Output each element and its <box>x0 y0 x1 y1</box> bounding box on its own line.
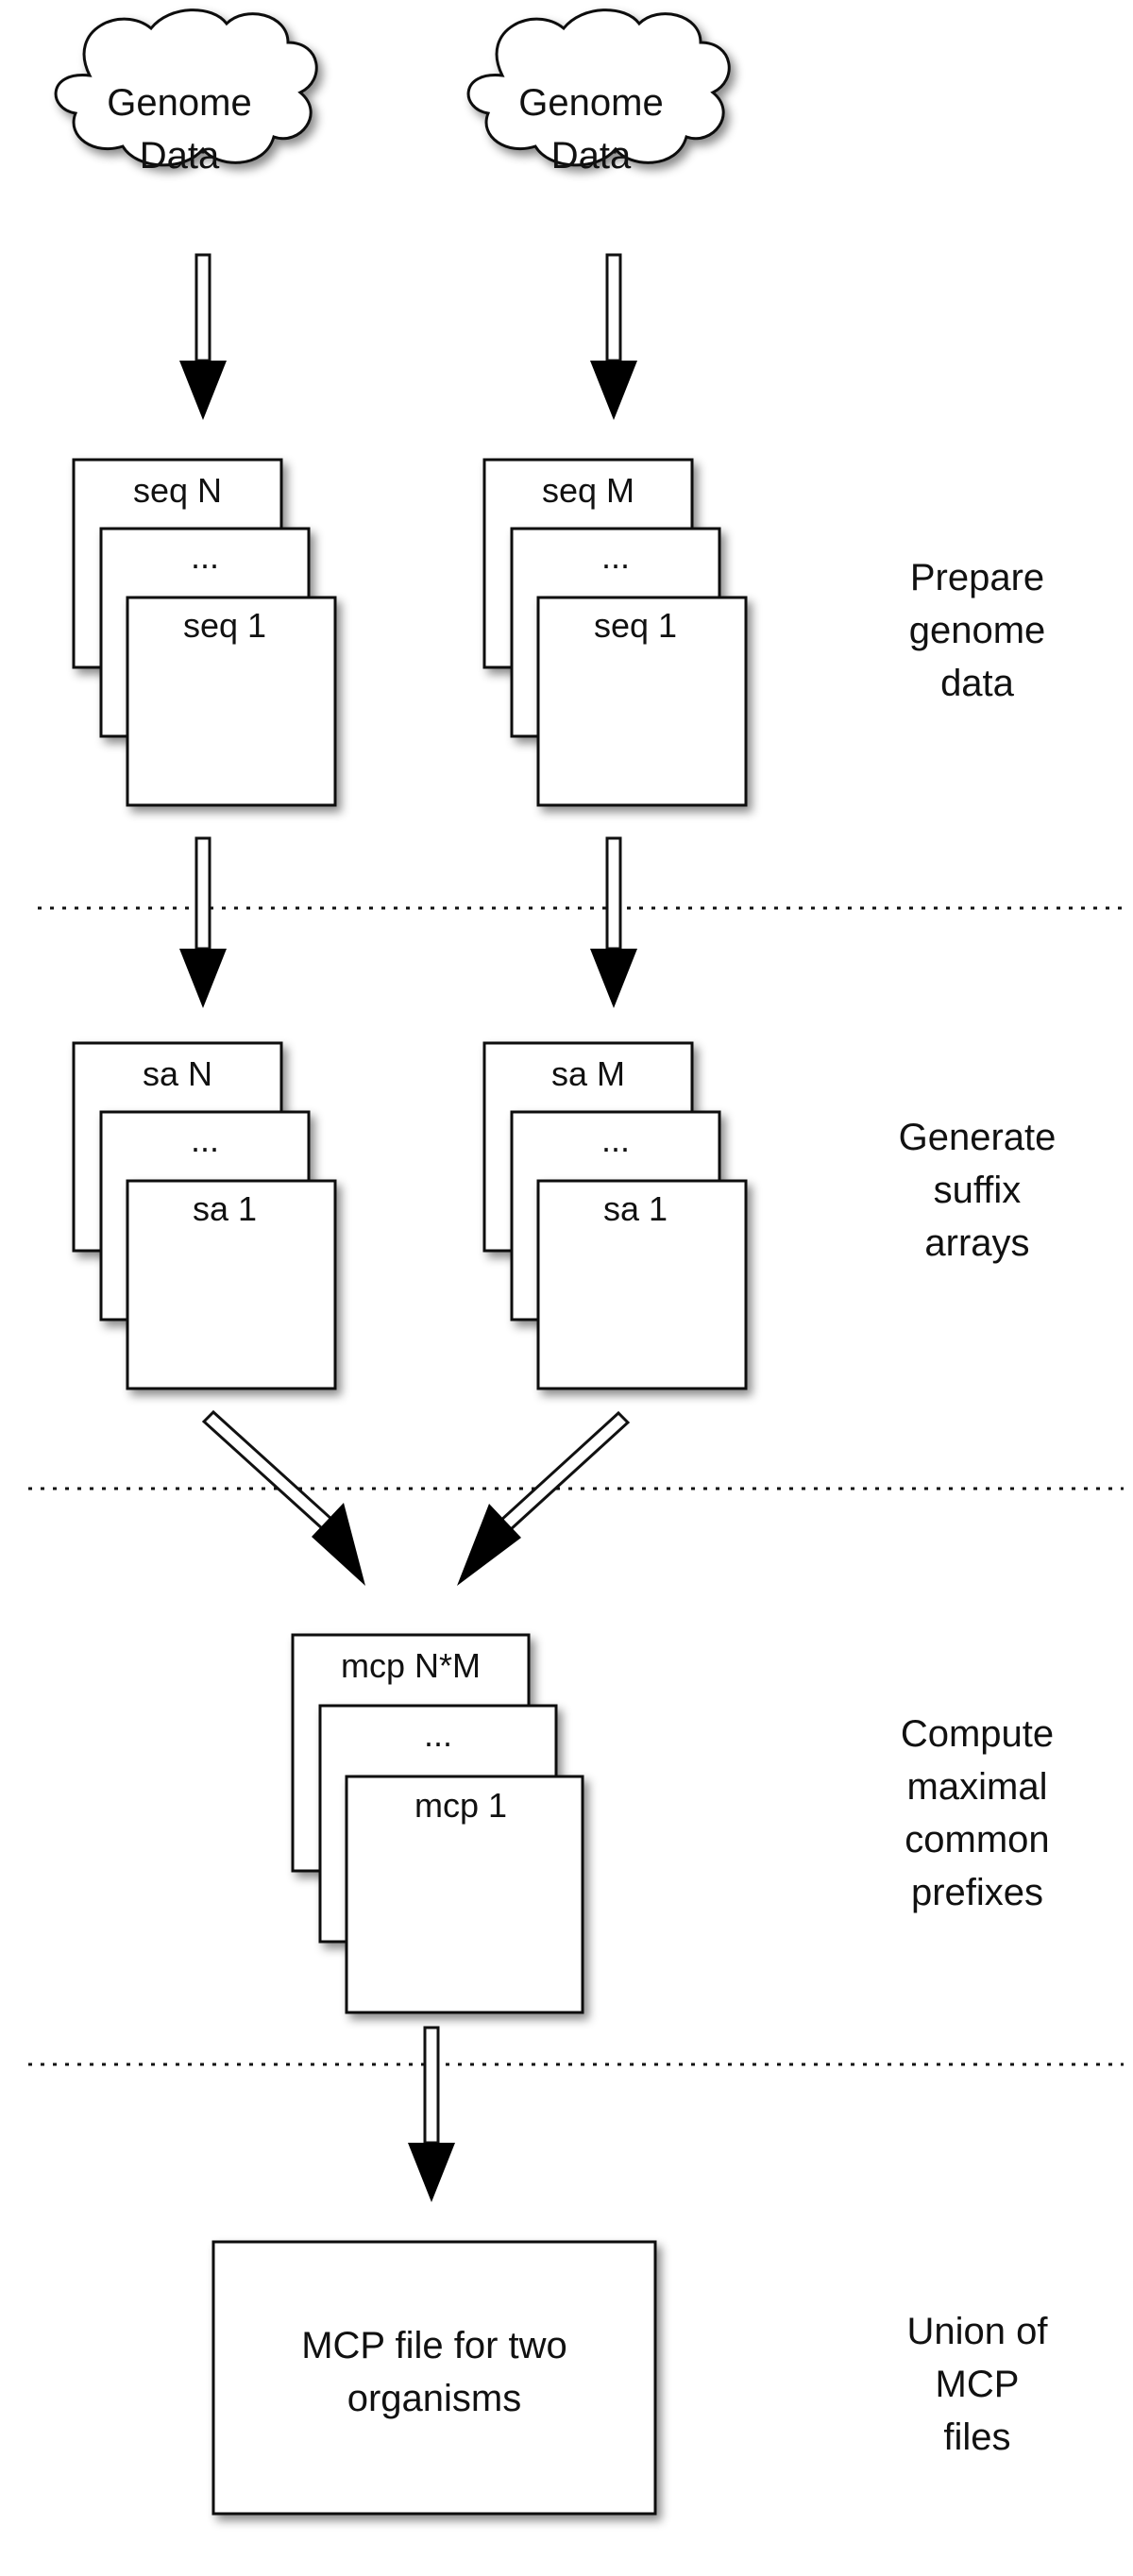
sa-card-middle-label: ... <box>601 1120 630 1159</box>
cloud-label-line2: Data <box>140 135 220 177</box>
mcp-file-box <box>211 2240 657 2516</box>
seq-card-top-label: seq M <box>542 471 634 510</box>
svg-text:files: files <box>943 2416 1010 2458</box>
seq-card-top-label: seq N <box>133 471 222 510</box>
svg-text:arrays: arrays <box>924 1222 1029 1264</box>
sa-stack-right: sa M ... sa 1 <box>482 1041 748 1390</box>
svg-text:genome: genome <box>909 610 1046 651</box>
cloud-label-line1: Genome <box>518 82 663 124</box>
mcp-stack: mcp N*M ... mcp 1 <box>291 1633 584 2014</box>
svg-text:prefixes: prefixes <box>911 1872 1043 1913</box>
arrow-cloud-to-seq-left <box>179 253 227 420</box>
genome-data-cloud-right: Genome Data <box>466 8 731 177</box>
svg-text:maximal: maximal <box>907 1766 1048 1808</box>
seq-card-middle-label: ... <box>191 537 219 576</box>
genome-data-cloud-left: Genome Data <box>54 8 318 177</box>
seq-card-front-label: seq 1 <box>594 606 677 645</box>
step-label-compute: Compute maximal common prefixes <box>901 1713 1054 1913</box>
output-label-line2: organisms <box>347 2378 522 2419</box>
arrow-mcp-to-output <box>408 2026 455 2202</box>
svg-text:Compute: Compute <box>901 1713 1054 1755</box>
seq-card-front-label: seq 1 <box>183 606 266 645</box>
mcp-card-front <box>345 1775 584 2014</box>
mcp-card-middle-label: ... <box>424 1715 452 1754</box>
seq-stack-right: seq M ... seq 1 <box>482 458 748 807</box>
svg-text:data: data <box>940 663 1015 704</box>
svg-text:MCP: MCP <box>936 2364 1020 2405</box>
svg-text:Generate: Generate <box>899 1117 1057 1158</box>
sa-card-front-label: sa 1 <box>603 1189 668 1228</box>
sa-stack-left: sa N ... sa 1 <box>72 1041 337 1390</box>
seq-card-middle-label: ... <box>601 537 630 576</box>
arrow-seq-to-sa-right <box>590 836 637 1008</box>
output-box: MCP file for two organisms <box>211 2240 657 2516</box>
svg-text:common: common <box>905 1819 1049 1860</box>
arrow-seq-to-sa-left <box>179 836 227 1008</box>
seq-card-front <box>536 596 748 807</box>
arrow-sa-to-mcp-right <box>457 1410 631 1586</box>
sa-card-middle-label: ... <box>191 1120 219 1159</box>
sa-card-front <box>126 1179 337 1390</box>
cloud-label-line2: Data <box>551 135 632 177</box>
sa-card-top-label: sa M <box>551 1054 625 1093</box>
step-label-prepare: Prepare genome data <box>909 557 1046 704</box>
svg-text:Prepare: Prepare <box>910 557 1044 598</box>
seq-card-front <box>126 596 337 807</box>
step-label-generate: Generate suffix arrays <box>899 1117 1057 1264</box>
step-label-union: Union of MCP files <box>907 2311 1049 2458</box>
arrow-cloud-to-seq-right <box>590 253 637 420</box>
output-label-line1: MCP file for two <box>301 2325 567 2366</box>
sa-card-front <box>536 1179 748 1390</box>
cloud-label-line1: Genome <box>107 82 251 124</box>
mcp-card-front-label: mcp 1 <box>414 1786 507 1825</box>
sa-card-front-label: sa 1 <box>193 1189 257 1228</box>
arrow-sa-to-mcp-left <box>201 1409 365 1586</box>
svg-text:suffix: suffix <box>934 1170 1022 1211</box>
mcp-card-top-label: mcp N*M <box>341 1646 481 1685</box>
sa-card-top-label: sa N <box>143 1054 212 1093</box>
svg-text:Union of: Union of <box>907 2311 1049 2352</box>
seq-stack-left: seq N ... seq 1 <box>72 458 337 807</box>
